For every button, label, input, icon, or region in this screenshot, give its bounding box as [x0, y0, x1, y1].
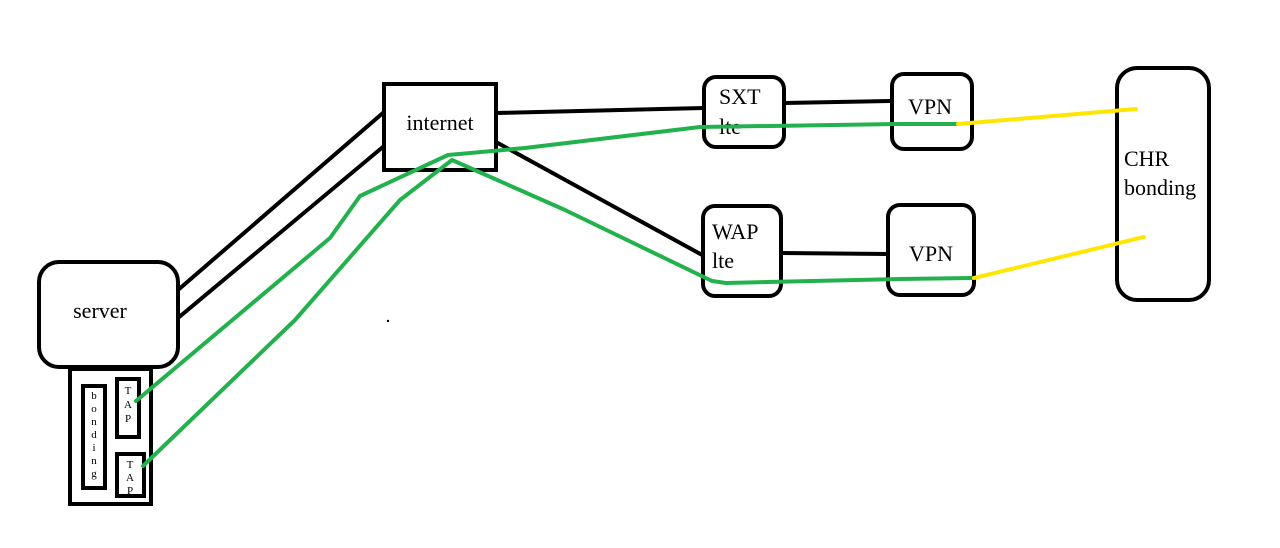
tap-top-letter: A [124, 399, 132, 411]
tunnel-tap-top-to-sxt [134, 122, 960, 403]
vpn-top-box [890, 72, 974, 151]
bonding-letter: i [92, 442, 95, 454]
bonding-letter: n [91, 416, 97, 428]
tap-top-box [115, 377, 141, 439]
bonding-letter: o [91, 403, 97, 415]
bonding-letter: g [91, 468, 97, 480]
wap-lte-box [701, 204, 783, 298]
tap-bottom-letter: P [127, 485, 133, 497]
tap-bottom-letters: T A P [126, 459, 134, 497]
vpn-bottom-label: VPN [909, 241, 953, 266]
bonding-letters: b o n d i n g [91, 390, 97, 480]
wap-label-line1: WAP [712, 219, 758, 244]
internet-label: internet [406, 110, 473, 135]
chr-label-line2: bonding [1124, 175, 1196, 200]
tap-bottom-box [115, 452, 146, 498]
sxt-label-line1: SXT [719, 84, 761, 109]
bonding-letter: n [91, 455, 97, 467]
bonding-letter: b [91, 390, 97, 402]
sxt-lte-box [702, 75, 786, 149]
chr-bonding-box [1115, 66, 1211, 302]
wire-wap-vpn [780, 251, 890, 256]
link-vpn-top-chr [956, 107, 1138, 126]
wire-sxt-vpn [782, 99, 894, 105]
wire-internet-sxt [494, 106, 706, 115]
wire-server-internet-2 [176, 144, 386, 320]
tap-top-letter: T [125, 385, 132, 397]
bonding-interface-box [81, 384, 107, 490]
wire-internet-wap [494, 140, 706, 258]
tap-top-letters: T A P [124, 385, 132, 425]
chr-label-line1: CHR [1124, 146, 1170, 171]
vpn-bottom-box [886, 203, 976, 297]
stray-dot [386, 319, 390, 323]
wap-label-line2: lte [712, 248, 734, 273]
tap-bottom-letter: A [126, 472, 134, 484]
vpn-top-label: VPN [908, 94, 952, 119]
server-label: server [73, 298, 127, 323]
bonding-letter: d [91, 429, 97, 441]
tap-bottom-letter: T [127, 459, 134, 471]
tunnel-tap-bottom-to-wap [141, 158, 974, 468]
wire-server-internet-1 [176, 110, 386, 292]
tap-top-letter: P [125, 413, 131, 425]
link-vpn-bottom-chr [972, 235, 1146, 280]
